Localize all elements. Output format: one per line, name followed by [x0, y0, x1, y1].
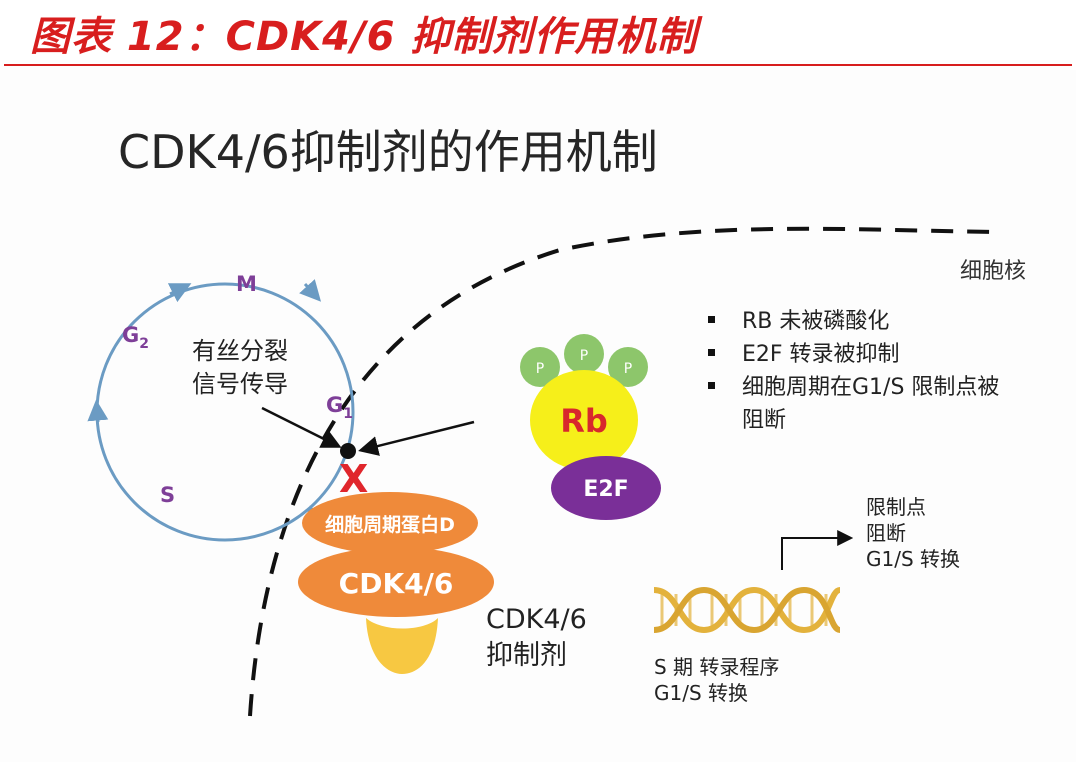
rb-ellipse: [530, 370, 638, 470]
signal-arrow: [261, 406, 342, 448]
restriction-point-dot: [340, 443, 356, 459]
phase-g2-letter: G: [122, 323, 139, 347]
phase-m-label: M: [236, 272, 257, 296]
figure-header: 图表 12：CDK4/6 抑制剂作用机制: [0, 0, 1076, 66]
cycle-arrow-upper-right: [299, 279, 322, 302]
diagram-title: CDK4/6抑制剂的作用机制: [118, 125, 658, 179]
nucleus-membrane: [248, 226, 996, 717]
effect-text-4: 阻断: [742, 408, 786, 433]
cyclin-d-label: 细胞周期蛋白D: [325, 513, 455, 536]
cdk46-ellipse: [298, 547, 494, 617]
effect-bullet-2: [708, 349, 715, 356]
mitogenic-signal-line1: 有丝分裂: [192, 337, 288, 365]
rb-label: Rb: [560, 402, 608, 440]
diagram-panel: CDK4/6抑制剂的作用机制 细胞核 M G2 G1 S 有丝分裂 信号传导 X: [0, 70, 1076, 762]
phase-g1-subscript: 1: [343, 406, 353, 422]
phosphate-label-2: P: [580, 348, 588, 364]
effect-text-2: E2F 转录被抑制: [742, 342, 900, 367]
nucleus-label: 细胞核: [960, 259, 1026, 284]
dna-helix: [653, 586, 842, 634]
effect-bullet-1: [708, 316, 715, 323]
e2f-ellipse: [551, 456, 661, 520]
cdk46-label: CDK4/6: [339, 567, 454, 600]
phase-g2-label: G2: [122, 323, 149, 352]
dna-caption-1: S 期 转录程序: [654, 655, 779, 679]
dna-strand-b: [653, 586, 842, 634]
mitogenic-signal-line2: 信号传导: [192, 370, 288, 398]
header-rule: [4, 64, 1072, 66]
restriction-arrow: [781, 530, 854, 570]
e2f-label: E2F: [583, 477, 628, 502]
restriction-text-2: 阻断: [866, 521, 906, 545]
phase-g1-label: G1: [326, 393, 353, 422]
cycle-arrow-top: [167, 283, 192, 303]
cycle-arrow-left: [87, 399, 109, 423]
effect-text-3: 细胞周期在G1/S 限制点被: [742, 375, 999, 400]
restriction-text-1: 限制点: [866, 495, 926, 519]
phase-s-label: S: [160, 483, 175, 507]
cyclin-d-ellipse: [302, 492, 478, 554]
phosphate-1: [520, 347, 560, 387]
rb-arrow: [358, 420, 475, 456]
dna-strand-a: [653, 586, 842, 634]
phase-g2-subscript: 2: [139, 336, 149, 352]
effect-bullet-3: [708, 382, 715, 389]
inhibitor-label-line1: CDK4/6: [486, 604, 587, 635]
phosphate-label-3: P: [624, 361, 632, 377]
phase-g1-letter: G: [326, 393, 343, 417]
inhibitor-shape: [366, 618, 438, 674]
figure-title: 图表 12：CDK4/6 抑制剂作用机制: [30, 14, 698, 60]
phosphate-label-1: P: [536, 361, 544, 377]
inhibitor-label-line2: 抑制剂: [486, 640, 567, 671]
dna-caption-2: G1/S 转换: [654, 681, 748, 705]
restriction-text-3: G1/S 转换: [866, 547, 960, 571]
effect-text-1: RB 未被磷酸化: [742, 309, 889, 334]
mechanism-diagram: 细胞核 M G2 G1 S 有丝分裂 信号传导 X 细胞周期蛋白D CDK4/6…: [87, 226, 1026, 717]
phosphate-3: [608, 347, 648, 387]
phosphate-2: [564, 334, 604, 374]
